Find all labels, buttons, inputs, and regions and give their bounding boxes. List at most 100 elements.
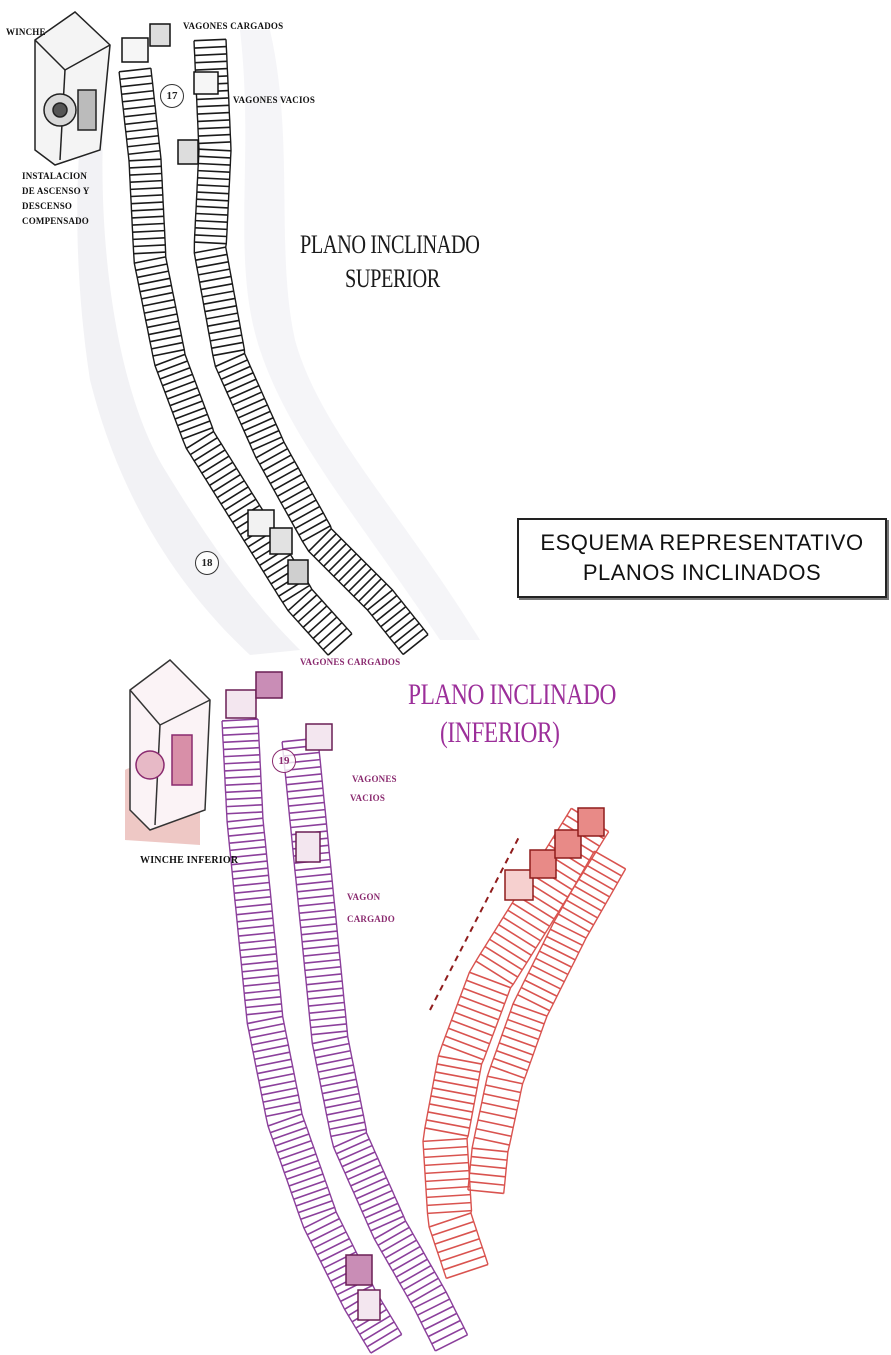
track-sleeper	[318, 1065, 353, 1072]
track-sleeper	[244, 418, 273, 431]
track-sleeper	[322, 1086, 357, 1093]
track-sleeper	[289, 802, 325, 806]
track-sleeper	[480, 1111, 515, 1119]
upper-winch-house	[35, 12, 110, 165]
track-sleeper	[244, 990, 280, 994]
track-sleeper	[512, 903, 549, 926]
track-sleeper	[199, 156, 231, 158]
track-sleeper	[246, 1004, 282, 1008]
track-sleeper	[198, 127, 230, 128]
track-sleeper	[121, 83, 153, 87]
track-sleeper	[302, 938, 338, 942]
track-sleeper	[474, 1137, 509, 1145]
track-sleeper	[200, 276, 231, 282]
track-sleeper	[291, 824, 327, 828]
track-sleeper	[466, 980, 507, 995]
track-sleeper	[213, 475, 240, 492]
track-sleeper	[300, 917, 336, 921]
lower-right-track-inner	[468, 851, 626, 1193]
track-sleeper	[256, 442, 284, 458]
track-sleeper	[227, 818, 263, 822]
track-sleeper	[206, 313, 237, 319]
track-sleeper	[194, 247, 225, 253]
upper-loaded-wagons-label: VAGONES CARGADOS	[183, 22, 283, 31]
track-sleeper	[227, 812, 263, 814]
track-sleeper	[209, 328, 240, 334]
track-sleeper	[578, 879, 609, 897]
lower-empty-wagons-label-1: VAGONES	[352, 775, 397, 784]
track-sleeper	[233, 392, 262, 405]
track-sleeper	[233, 875, 269, 879]
track-sleeper	[199, 142, 231, 143]
track-sleeper	[134, 252, 166, 254]
track-sleeper	[190, 438, 217, 455]
track-sleeper	[348, 1165, 381, 1180]
track-sleeper	[239, 940, 275, 944]
track-sleeper	[226, 791, 262, 793]
track-sleeper	[307, 988, 343, 992]
track-sleeper	[426, 1120, 469, 1128]
track-sleeper	[339, 559, 362, 582]
track-sleeper	[150, 335, 181, 341]
track-sleeper	[490, 939, 527, 962]
legend-line2: PLANOS INCLINADOS	[519, 560, 885, 586]
track-sleeper	[554, 922, 586, 938]
track-sleeper	[229, 840, 265, 844]
track-sleeper	[246, 1011, 282, 1015]
track-sleeper	[376, 601, 401, 621]
track-sleeper	[194, 444, 221, 461]
track-sleeper	[215, 354, 244, 367]
track-sleeper	[301, 924, 337, 928]
track-sleeper	[304, 1212, 336, 1228]
track-sleeper	[342, 1152, 375, 1167]
track-sleeper	[328, 634, 352, 655]
track-sleeper	[484, 1094, 519, 1102]
track-sleeper	[482, 1102, 517, 1110]
track-sleeper	[223, 748, 259, 750]
track-sleeper	[318, 623, 342, 644]
track-sleeper	[131, 202, 163, 204]
track-sleeper	[286, 774, 322, 778]
track-sleeper	[236, 904, 272, 908]
track-sleeper	[223, 741, 259, 743]
track-sleeper	[426, 1179, 470, 1182]
track-sleeper	[385, 612, 410, 632]
track-sleeper	[281, 487, 309, 503]
track-sleeper	[195, 54, 227, 55]
track-sleeper	[324, 544, 347, 567]
track-sleeper	[263, 555, 290, 572]
track-sleeper	[195, 61, 227, 62]
track-sleeper	[425, 1163, 469, 1166]
track-sleeper	[120, 76, 152, 80]
track-sleeper	[198, 178, 230, 180]
track-sleeper	[198, 269, 229, 275]
track-sleeper	[298, 600, 322, 621]
track-sleeper	[368, 590, 393, 610]
track-sleeper	[226, 805, 262, 807]
track-sleeper	[197, 185, 229, 187]
track-sleeper	[296, 874, 332, 878]
track-sleeper	[232, 868, 268, 872]
track-sleeper	[127, 136, 159, 140]
track-sleeper	[543, 944, 575, 960]
track-sleeper	[508, 910, 545, 933]
track-sleeper	[249, 1024, 284, 1031]
track-sleeper	[289, 810, 325, 814]
track-sleeper	[469, 972, 510, 987]
track-sleeper	[227, 379, 256, 392]
track-sleeper	[224, 755, 260, 757]
track-sleeper	[382, 1234, 413, 1252]
track-sleeper	[315, 1051, 350, 1058]
track-sleeper	[230, 847, 266, 851]
track-sleeper	[329, 549, 352, 572]
track-sleeper	[374, 1221, 405, 1239]
track-rail	[468, 851, 595, 1190]
track-sleeper	[195, 221, 227, 223]
track-sleeper	[147, 321, 178, 327]
track-sleeper	[499, 925, 536, 948]
track-sleeper	[367, 1328, 398, 1347]
track-sleeper	[257, 1066, 292, 1073]
track-sleeper	[225, 776, 261, 778]
track-sleeper	[407, 1278, 438, 1296]
track-sleeper	[137, 271, 168, 277]
